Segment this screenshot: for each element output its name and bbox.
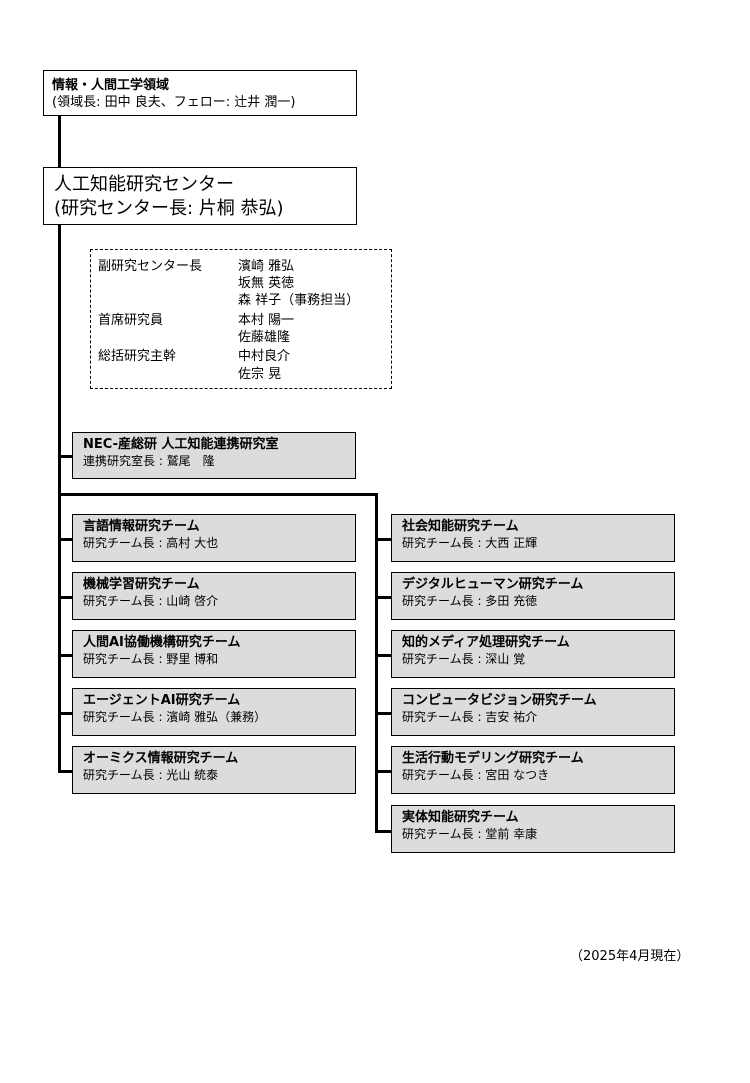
- trunk-line-top: [58, 116, 61, 167]
- team-name: 社会知能研究チーム: [402, 519, 519, 534]
- team-leader: 研究チーム長 : 高村 大也: [83, 536, 219, 550]
- trunk-line-main: [58, 225, 61, 772]
- team-box: 機械学習研究チーム 研究チーム長 : 山崎 啓介: [72, 572, 356, 620]
- staff-person: 佐藤雄隆: [238, 330, 291, 345]
- team-name: デジタルヒューマン研究チーム: [402, 577, 584, 592]
- team-box: エージェントAI研究チーム 研究チーム長 : 濱崎 雅弘（兼務）: [72, 688, 356, 736]
- staff-person: 坂無 英徳: [238, 276, 295, 291]
- team-leader: 研究チーム長 : 大西 正輝: [402, 536, 538, 550]
- team-box: 人間AI協働機構研究チーム 研究チーム長 : 野里 博和: [72, 630, 356, 678]
- staff-person: 森 祥子（事務担当）: [238, 293, 360, 308]
- branch-horizontal: [58, 493, 378, 496]
- team-box: 言語情報研究チーム 研究チーム長 : 高村 大也: [72, 514, 356, 562]
- domain-leaders: (領域長: 田中 良夫、フェロー: 辻井 潤一): [52, 95, 296, 110]
- team-leader: 研究チーム長 : 宮田 なつき: [402, 768, 550, 782]
- staff-person: 本村 陽一: [238, 313, 295, 328]
- staff-role: 副研究センター長: [98, 259, 203, 274]
- as-of-date: （2025年4月現在）: [570, 949, 690, 964]
- right-team-connector: [375, 538, 391, 541]
- lab-connector: [58, 455, 72, 458]
- team-box: 生活行動モデリング研究チーム 研究チーム長 : 宮田 なつき: [391, 746, 675, 794]
- staff-person: 佐宗 晃: [238, 367, 282, 382]
- lab-box: NEC-産総研 人工知能連携研究室 連携研究室長 : 鷲尾 隆: [72, 432, 356, 479]
- team-name: 機械学習研究チーム: [83, 577, 200, 592]
- domain-name: 情報・人間工学領域: [52, 78, 170, 93]
- left-team-connector: [58, 654, 72, 657]
- staff-person: 中村良介: [238, 349, 291, 364]
- team-leader: 研究チーム長 : 野里 博和: [83, 652, 219, 666]
- left-team-connector: [58, 712, 72, 715]
- left-team-connector: [58, 596, 72, 599]
- lab-name: NEC-産総研 人工知能連携研究室: [83, 437, 279, 452]
- team-leader: 研究チーム長 : 山崎 啓介: [83, 594, 219, 608]
- center-director: (研究センター長: 片桐 恭弘): [54, 198, 284, 219]
- team-name: コンピュータビジョン研究チーム: [402, 693, 597, 708]
- staff-role: 総括研究主幹: [98, 349, 177, 364]
- right-team-connector: [375, 712, 391, 715]
- team-name: オーミクス情報研究チーム: [83, 751, 239, 766]
- right-team-connector: [375, 830, 391, 833]
- right-trunk-line: [375, 493, 378, 833]
- team-box: コンピュータビジョン研究チーム 研究チーム長 : 吉安 祐介: [391, 688, 675, 736]
- left-team-connector: [58, 770, 72, 773]
- team-box: 知的メディア処理研究チーム 研究チーム長 : 深山 覚: [391, 630, 675, 678]
- team-name: エージェントAI研究チーム: [83, 693, 241, 708]
- team-leader: 研究チーム長 : 多田 充徳: [402, 594, 538, 608]
- team-leader: 研究チーム長 : 深山 覚: [402, 652, 526, 666]
- staff-role: 首席研究員: [98, 313, 164, 328]
- team-name: 知的メディア処理研究チーム: [402, 635, 570, 650]
- team-leader: 研究チーム長 : 濱崎 雅弘（兼務）: [83, 710, 267, 724]
- right-team-connector: [375, 654, 391, 657]
- center-name: 人工知能研究センター: [54, 174, 234, 195]
- left-team-connector: [58, 538, 72, 541]
- team-box: オーミクス情報研究チーム 研究チーム長 : 光山 統泰: [72, 746, 356, 794]
- right-team-connector: [375, 770, 391, 773]
- right-team-connector: [375, 596, 391, 599]
- center-box: 人工知能研究センター (研究センター長: 片桐 恭弘): [43, 167, 357, 225]
- team-name: 言語情報研究チーム: [83, 519, 200, 534]
- team-box: デジタルヒューマン研究チーム 研究チーム長 : 多田 充徳: [391, 572, 675, 620]
- team-name: 実体知能研究チーム: [402, 810, 519, 825]
- team-leader: 研究チーム長 : 堂前 幸康: [402, 827, 538, 841]
- team-name: 生活行動モデリング研究チーム: [402, 751, 584, 766]
- staff-person: 濱崎 雅弘: [238, 259, 295, 274]
- team-leader: 研究チーム長 : 吉安 祐介: [402, 710, 538, 724]
- lab-leader: 連携研究室長 : 鷲尾 隆: [83, 454, 215, 468]
- team-name: 人間AI協働機構研究チーム: [83, 635, 241, 650]
- team-leader: 研究チーム長 : 光山 統泰: [83, 768, 219, 782]
- team-box: 社会知能研究チーム 研究チーム長 : 大西 正輝: [391, 514, 675, 562]
- team-box: 実体知能研究チーム 研究チーム長 : 堂前 幸康: [391, 805, 675, 853]
- staff-box: [90, 249, 392, 389]
- domain-box: 情報・人間工学領域 (領域長: 田中 良夫、フェロー: 辻井 潤一): [43, 70, 357, 116]
